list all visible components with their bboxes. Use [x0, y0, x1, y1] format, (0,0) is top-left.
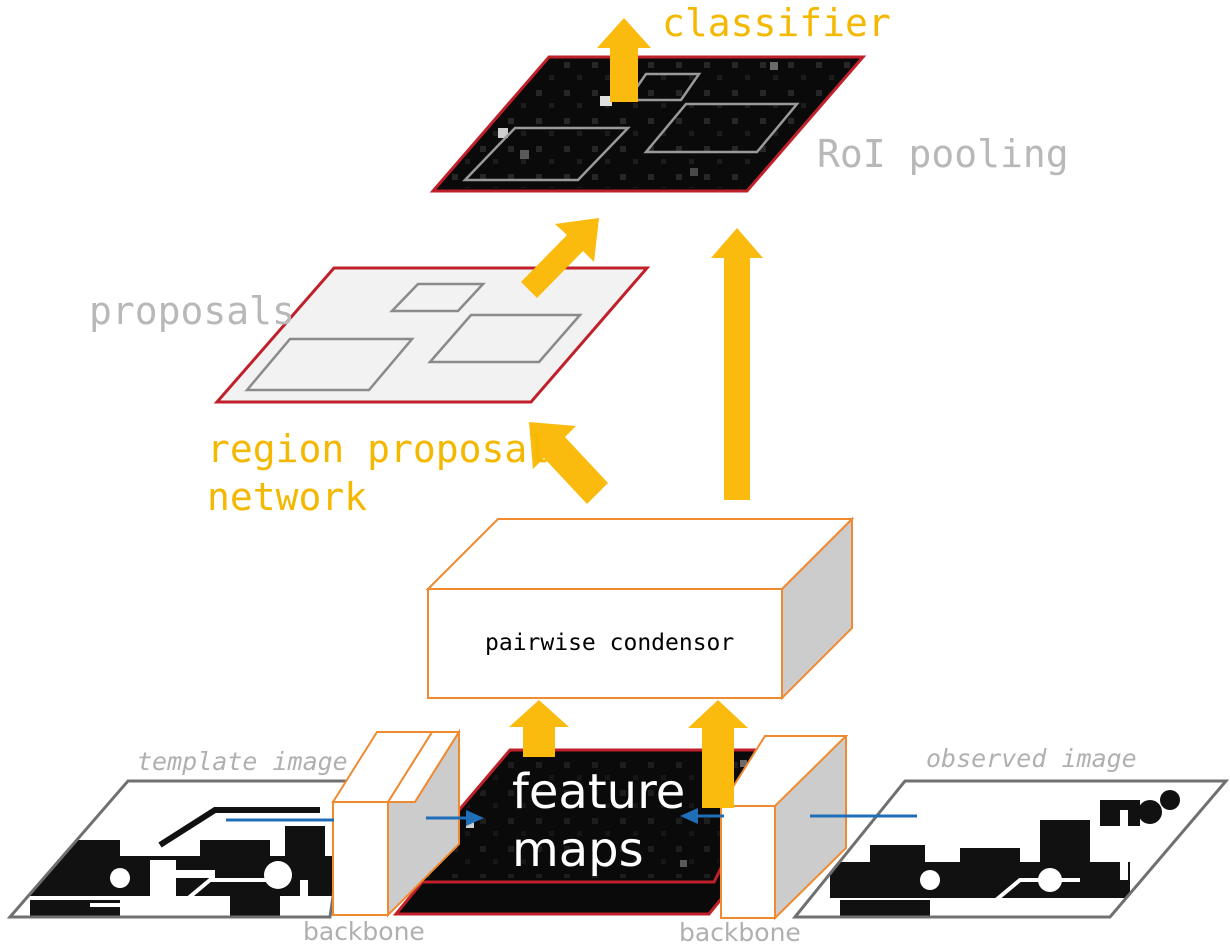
arrow-up-icon	[597, 18, 651, 102]
observed-image	[791, 779, 1230, 919]
roi-pooling-label: RoI pooling	[817, 132, 1069, 176]
yellow-arrows	[509, 18, 763, 808]
condensor-label: pairwise condensor	[485, 630, 734, 656]
roi-pooling-plane	[429, 55, 867, 193]
backbone-label-right: backbone	[679, 918, 801, 947]
arrow-diagonal-icon	[529, 422, 608, 504]
pairwise-condensor-box	[425, 516, 855, 701]
rpn-label-line2: network	[207, 475, 367, 519]
arrow-diagonal-icon	[521, 218, 599, 298]
observed-image-label: observed image	[926, 744, 1137, 773]
backbone-label-left: backbone	[303, 917, 425, 946]
proposals-label: proposals	[89, 289, 295, 333]
template-image	[6, 779, 352, 919]
arrow-up-icon	[711, 228, 763, 500]
arrow-up-icon	[509, 700, 569, 757]
feature-maps-label-line2: maps	[512, 822, 644, 878]
backbone-box-left	[331, 728, 461, 918]
feature-maps-label-line1: feature	[512, 764, 685, 820]
template-image-label: template image	[137, 747, 348, 776]
classifier-label: classifier	[662, 1, 891, 45]
proposals-plane	[213, 266, 651, 404]
proposal-box	[244, 282, 583, 392]
backbone-box-right	[719, 735, 849, 921]
blue-arrows	[226, 808, 917, 826]
rpn-label-line1: region proposal	[207, 427, 550, 471]
arrow-up-icon	[688, 700, 748, 808]
roi-box	[462, 72, 800, 182]
